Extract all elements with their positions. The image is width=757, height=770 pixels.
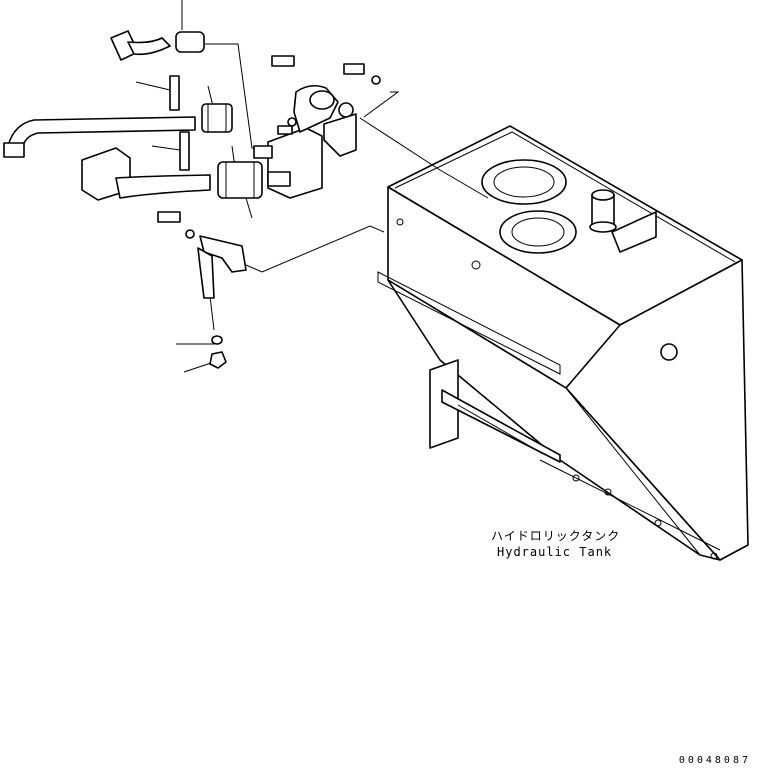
hydraulic-tank [377,125,749,561]
pipes-and-hoses [3,30,381,369]
hydraulic-tank-label-jp: ハイドロリックタンク [491,529,621,543]
figure-number: 00048087 [678,755,751,766]
hydraulic-tank-label-en: Hydraulic Tank [497,545,613,559]
